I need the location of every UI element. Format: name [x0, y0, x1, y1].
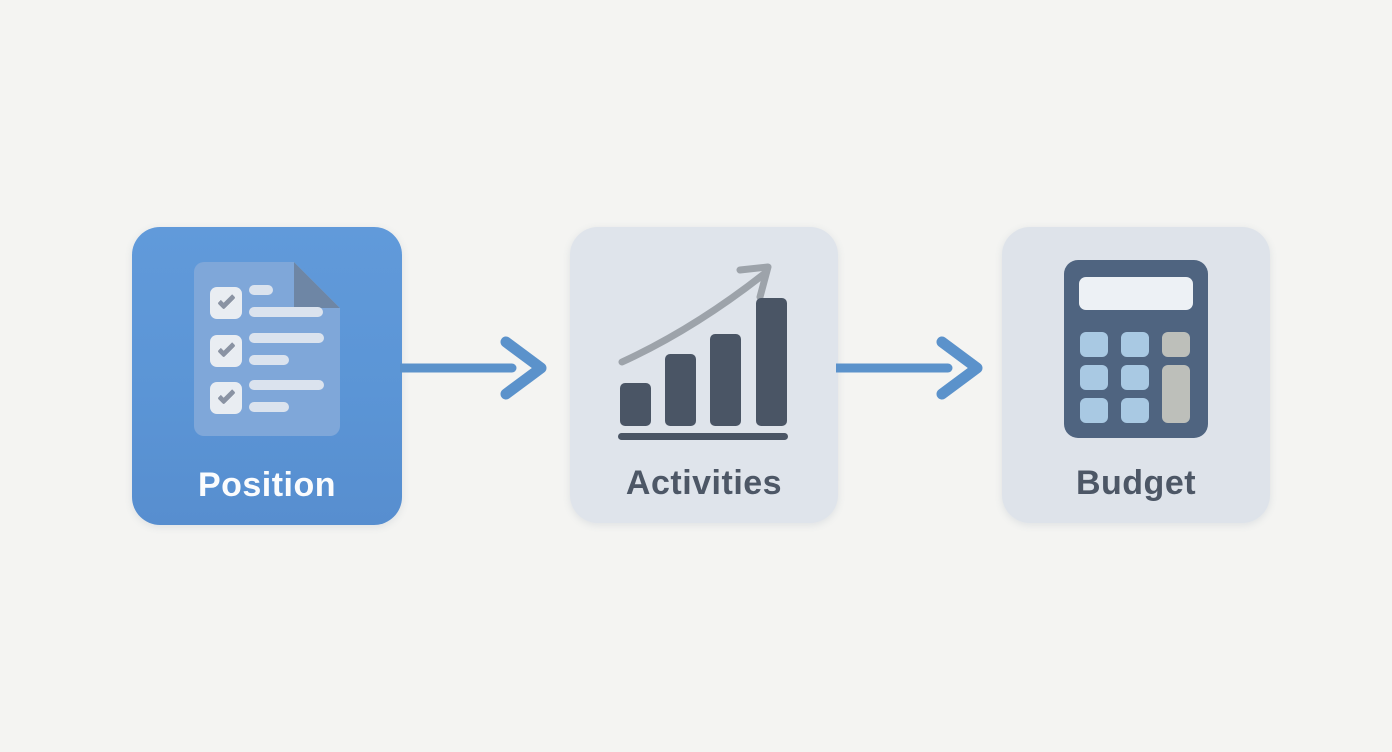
text-line: [249, 333, 324, 343]
document-paper: [194, 262, 340, 436]
step-label-position: Position: [197, 466, 337, 504]
bar-4: [756, 298, 787, 426]
trend-arrow-head: [736, 263, 772, 301]
checkbox-checked: [210, 335, 242, 367]
step-card-activities: Activities: [570, 227, 838, 523]
step-label-activities: Activities: [625, 464, 783, 502]
calc-button: [1080, 398, 1108, 423]
calculator-body: [1064, 260, 1208, 438]
text-line: [249, 285, 273, 295]
calc-button: [1121, 332, 1149, 357]
checkmark-icon: [216, 291, 236, 310]
calc-button: [1162, 332, 1190, 357]
step-card-position: Position: [132, 227, 402, 525]
step-card-budget: Budget: [1002, 227, 1270, 523]
calc-button-tall: [1162, 365, 1190, 423]
text-line: [249, 402, 289, 412]
growth-bar-chart-icon: [570, 257, 838, 441]
checkbox-checked: [210, 287, 242, 319]
checkmark-icon: [216, 386, 236, 405]
checkmark-icon: [216, 339, 236, 358]
calc-button: [1121, 365, 1149, 390]
step-label-budget: Budget: [1075, 464, 1197, 502]
text-line: [249, 355, 289, 365]
bar-3: [710, 334, 741, 426]
trend-arrow-curve: [618, 270, 768, 366]
calculator-icon: [1002, 257, 1270, 441]
arrow-right-icon: [400, 336, 547, 400]
text-line: [249, 380, 324, 390]
checkbox-checked: [210, 382, 242, 414]
calc-button: [1121, 398, 1149, 423]
calc-button: [1080, 332, 1108, 357]
bar-2: [665, 354, 696, 426]
growth-bar-chart-svg: [618, 263, 788, 440]
arrow-right-icon: [836, 336, 983, 400]
calculator-display: [1079, 277, 1193, 310]
page-fold-corner: [294, 262, 340, 308]
checklist-document-icon: [132, 257, 402, 441]
chart-baseline: [618, 433, 788, 440]
text-line: [249, 307, 323, 317]
bar-1: [620, 383, 651, 426]
calc-button: [1080, 365, 1108, 390]
